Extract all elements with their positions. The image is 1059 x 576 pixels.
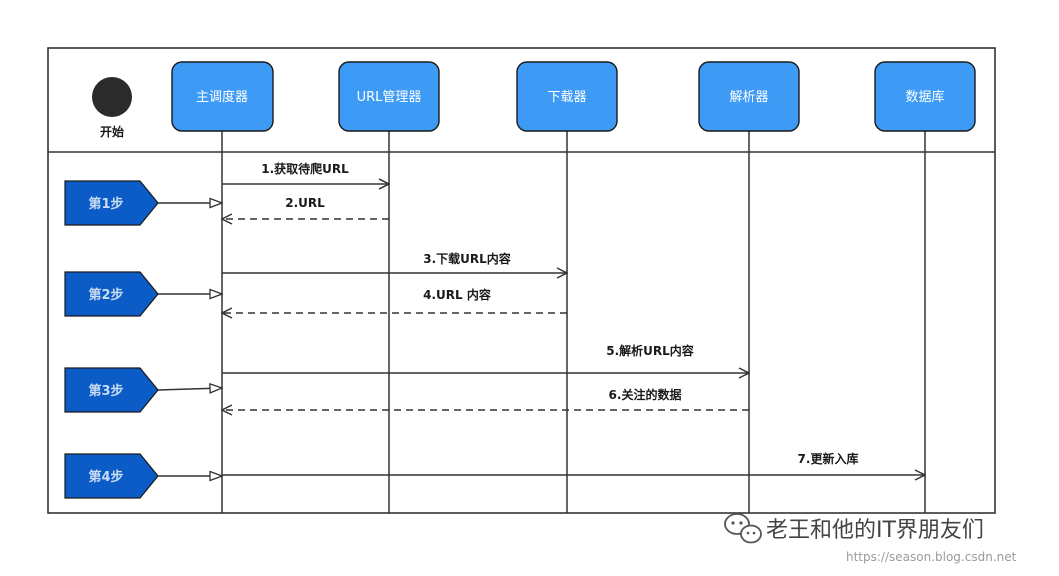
message-7: 7.更新入库 xyxy=(222,451,925,475)
watermark: 老王和他的IT界朋友们 https://season.blog.csdn.net xyxy=(724,513,1017,564)
actor-label: 下载器 xyxy=(547,90,586,105)
step-arrow-shape xyxy=(64,180,159,226)
start-node xyxy=(92,77,132,117)
actor-scheduler: 主调度器 xyxy=(171,61,274,132)
message-label: 4.URL 内容 xyxy=(423,287,491,302)
step-arrow-shape xyxy=(64,453,159,499)
actor-label: 主调度器 xyxy=(196,89,248,105)
step-connector xyxy=(157,388,222,390)
message-label: 5.解析URL内容 xyxy=(606,343,694,358)
lifelines xyxy=(221,131,926,513)
step-label: 第2步 xyxy=(88,287,123,303)
step-3: 第3步 xyxy=(64,367,222,413)
actor-box xyxy=(171,61,274,132)
message-label: 7.更新入库 xyxy=(798,451,859,466)
message-5: 5.解析URL内容 xyxy=(222,343,749,373)
watermark-url: https://season.blog.csdn.net xyxy=(846,550,1017,564)
step-label: 第3步 xyxy=(88,383,123,399)
message-label: 3.下载URL内容 xyxy=(423,251,511,266)
message-2: 2.URL xyxy=(222,196,389,219)
watermark-text: 老王和他的IT界朋友们 xyxy=(766,518,984,543)
message-6: 6.关注的数据 xyxy=(222,387,749,410)
actors: 主调度器 URL管理器 下载器 解析器 数据库 xyxy=(171,61,976,132)
actor-url-manager: URL管理器 xyxy=(338,61,440,132)
message-label: 6.关注的数据 xyxy=(609,387,682,402)
actor-box xyxy=(874,61,976,132)
step-arrow-shape xyxy=(64,367,159,413)
message-label: 2.URL xyxy=(285,196,325,210)
actor-box xyxy=(516,61,618,132)
actor-label: 数据库 xyxy=(905,89,944,105)
wechat-icon xyxy=(724,513,762,544)
message-3: 3.下载URL内容 xyxy=(222,251,567,273)
step-label: 第1步 xyxy=(88,196,123,212)
step-arrow-shape xyxy=(64,271,159,317)
start-label: 开始 xyxy=(100,124,124,139)
actor-box xyxy=(338,61,440,132)
actor-downloader: 下载器 xyxy=(516,61,618,132)
step-2: 第2步 xyxy=(64,271,222,317)
actor-box xyxy=(698,61,800,132)
messages: 1.获取待爬URL 2.URL 3.下载URL内容 4.URL 内容 5.解析U… xyxy=(222,161,925,475)
step-1: 第1步 xyxy=(64,180,222,226)
actor-label: URL管理器 xyxy=(357,90,422,105)
actor-label: 解析器 xyxy=(729,90,768,105)
message-1: 1.获取待爬URL xyxy=(222,161,389,184)
actor-database: 数据库 xyxy=(874,61,976,132)
message-label: 1.获取待爬URL xyxy=(261,161,349,176)
steps: 第1步 第2步 第3步 第4步 xyxy=(64,180,222,499)
message-4: 4.URL 内容 xyxy=(222,287,567,313)
diagram-frame xyxy=(47,47,996,514)
step-label: 第4步 xyxy=(88,469,123,485)
actor-parser: 解析器 xyxy=(698,61,800,132)
step-4: 第4步 xyxy=(64,453,222,499)
